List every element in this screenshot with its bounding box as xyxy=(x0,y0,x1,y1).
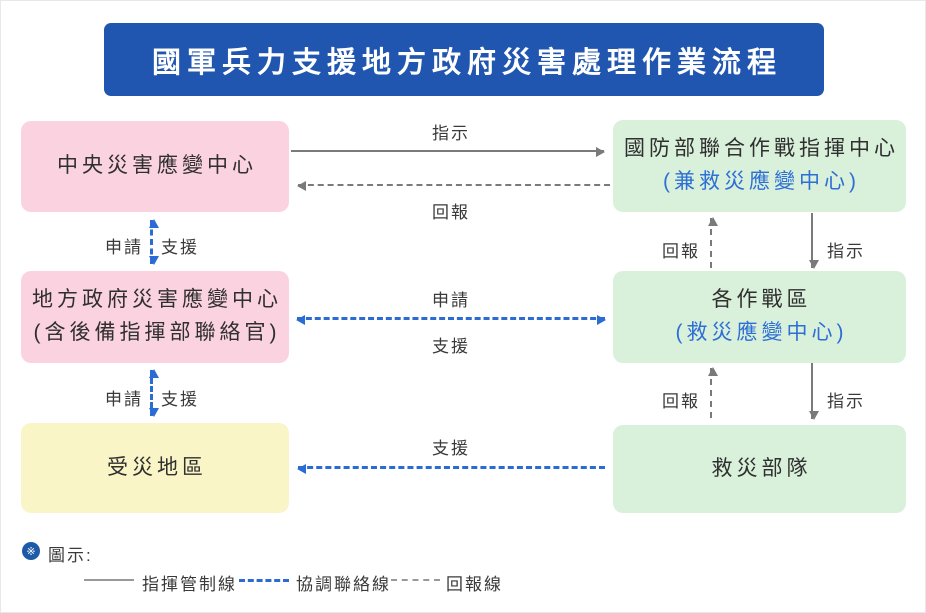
box-sublabel: (救災應變中心) xyxy=(675,321,848,344)
page-title: 國軍兵力支援地方政府災害處理作業流程 xyxy=(104,23,824,96)
arrowhead-up-icon xyxy=(708,367,718,376)
edge-label-instruct: 指示 xyxy=(432,124,470,143)
edge-label-apply: 申請 xyxy=(105,390,143,409)
box-label: 國防部聯合作戰指揮中心 xyxy=(624,137,899,161)
arrow-support-rescue-to-affected xyxy=(297,464,605,474)
arrowhead-left-icon xyxy=(297,181,306,191)
arrow-report-theater-to-mnd xyxy=(708,217,718,268)
arrowhead-up-icon xyxy=(149,219,159,228)
arrow-apply-support-local-theater xyxy=(296,315,606,325)
legend-label-report-line: 回報線 xyxy=(446,575,503,594)
box-label: 地方政府災害應變中心 xyxy=(32,288,282,312)
legend-sample-report-line xyxy=(391,579,440,581)
box-sublabel: (兼救災應變中心) xyxy=(663,170,860,193)
box-theater-of-operations: 各作戰區 (救災應變中心) xyxy=(613,271,906,363)
arrowhead-right-icon xyxy=(596,147,605,157)
box-label: 救災部隊 xyxy=(711,456,812,480)
arrow-report-mnd-to-central xyxy=(297,181,610,191)
box-rescue-troops: 救災部隊 xyxy=(613,425,906,513)
edge-label-instruct: 指示 xyxy=(827,392,865,411)
legend-label-coordination-line: 協調聯絡線 xyxy=(296,575,391,594)
legend-heading: 圖示: xyxy=(48,546,93,565)
arrow-apply-support-local-affected xyxy=(149,369,159,417)
edge-label-support: 支援 xyxy=(432,337,470,356)
arrow-instruct-central-to-mnd xyxy=(291,147,605,157)
edge-label-apply: 申請 xyxy=(105,238,143,257)
edge-label-support: 支援 xyxy=(161,390,199,409)
box-label: 中央災害應變中心 xyxy=(57,154,257,178)
arrowhead-up-icon xyxy=(708,217,718,226)
legend-label-command-line: 指揮管制線 xyxy=(142,575,237,594)
arrow-instruct-mnd-to-theater xyxy=(809,213,819,269)
box-affected-area: 受災地區 xyxy=(21,423,289,513)
edge-label-support: 支援 xyxy=(161,238,199,257)
edge-label-report: 回報 xyxy=(662,242,700,261)
box-local-government-disaster-response-center: 地方政府災害應變中心 (含後備指揮部聯絡官) xyxy=(21,271,289,363)
arrowhead-left-icon xyxy=(297,464,306,474)
arrowhead-right-icon xyxy=(597,315,606,325)
arrow-report-rescue-to-theater xyxy=(708,367,718,418)
edge-label-support: 支援 xyxy=(432,439,470,458)
box-label: 各作戰區 xyxy=(711,288,812,312)
edge-label-apply: 申請 xyxy=(432,291,470,310)
edge-label-report: 回報 xyxy=(662,392,700,411)
arrowhead-down-icon xyxy=(149,408,159,417)
reference-mark-icon: ※ xyxy=(22,542,40,560)
legend-sample-command-line xyxy=(84,579,134,581)
edge-label-instruct: 指示 xyxy=(827,242,865,261)
edge-label-report: 回報 xyxy=(432,203,470,222)
arrowhead-left-icon xyxy=(296,315,305,325)
box-sublabel: (含後備指揮部聯絡官) xyxy=(33,321,281,344)
arrowhead-down-icon xyxy=(809,411,819,420)
box-label: 受災地區 xyxy=(107,455,207,479)
arrow-apply-support-central-local xyxy=(149,219,159,265)
arrow-instruct-theater-to-rescue xyxy=(809,363,819,420)
arrowhead-up-icon xyxy=(149,369,159,378)
arrowhead-down-icon xyxy=(149,256,159,265)
legend-sample-coordination-line xyxy=(239,579,289,582)
box-central-disaster-response-center: 中央災害應變中心 xyxy=(21,121,289,212)
arrowhead-down-icon xyxy=(809,260,819,269)
box-mnd-joint-operations-command-center: 國防部聯合作戰指揮中心 (兼救災應變中心) xyxy=(613,120,906,212)
